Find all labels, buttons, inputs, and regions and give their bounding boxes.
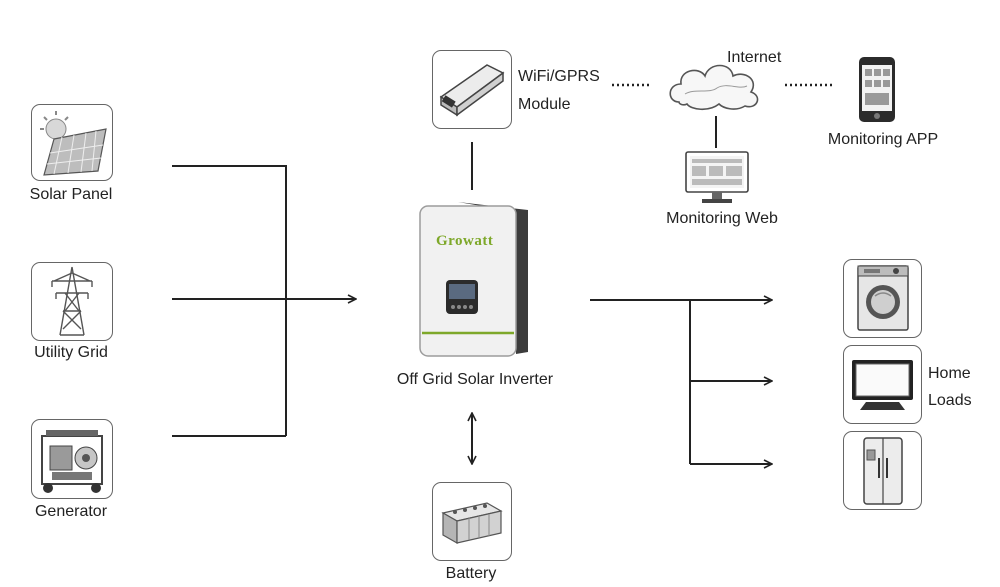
internet-label: Internet	[727, 49, 782, 66]
washing-machine-icon	[857, 265, 909, 331]
wifi-module-box	[432, 50, 512, 129]
utility-grid-box	[31, 262, 113, 341]
generator-icon	[41, 430, 103, 493]
inverter-icon	[419, 202, 528, 357]
internet-cloud	[665, 54, 765, 114]
solar-line	[172, 165, 287, 436]
wifi-module-label-line2: Module	[518, 96, 571, 113]
wifi-module-icon	[439, 64, 505, 117]
battery-box	[432, 482, 512, 561]
monitoring-web-monitor	[684, 150, 750, 206]
generator-label: Generator	[34, 503, 108, 520]
wifi-module-label-line1: WiFi/GPRS	[518, 68, 600, 85]
home-loads-label-line1: Home	[928, 365, 971, 382]
inverter-brand-logo: Growatt	[436, 233, 494, 249]
television-box	[843, 345, 922, 424]
cloud-icon	[669, 64, 759, 111]
home-loads-label-line2: Loads	[928, 392, 972, 409]
solar-panel-box	[31, 104, 113, 181]
utility-grid-label: Utility Grid	[34, 344, 108, 361]
monitoring-app-label: Monitoring APP	[827, 131, 939, 148]
generator-box	[31, 419, 113, 499]
power-tower-icon	[51, 266, 93, 336]
battery-label: Battery	[445, 565, 497, 582]
solar-panel-label: Solar Panel	[29, 186, 113, 203]
television-icon	[852, 360, 913, 410]
monitor-icon	[685, 151, 749, 203]
battery-icon	[441, 502, 503, 545]
solar-panel-icon	[40, 111, 107, 176]
smartphone-icon	[859, 57, 895, 122]
inverter-unit: Growatt	[416, 196, 534, 360]
monitoring-app-phone	[857, 55, 897, 124]
refrigerator-box	[843, 431, 922, 510]
inverter-label: Off Grid Solar Inverter	[396, 371, 554, 388]
refrigerator-icon	[863, 437, 903, 505]
washing-machine-box	[843, 259, 922, 338]
monitoring-web-label: Monitoring Web	[666, 210, 778, 227]
